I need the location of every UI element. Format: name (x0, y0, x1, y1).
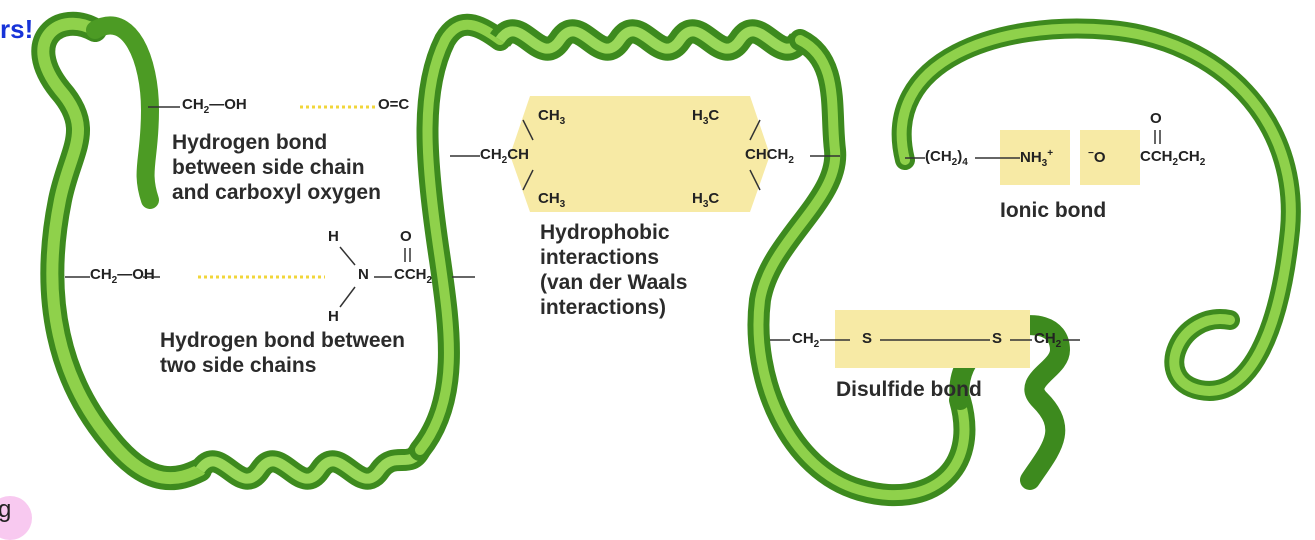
label-hydrophobic-line4: interactions) (540, 296, 667, 319)
chem-ch2-oh-top: CH2—OH (182, 96, 247, 116)
chem-nh3: NH3+ (1020, 148, 1054, 169)
chem-h3c-bottom: H3C (692, 190, 720, 210)
chem-ch3-top: CH3 (538, 107, 566, 127)
chem-o-minus: −O (1088, 148, 1106, 166)
chem-cch2: CCH2 (394, 266, 433, 286)
chem-ch2-oh-mid: CH2—OH (90, 266, 155, 286)
corner-heading-fragment: rs! (0, 14, 34, 44)
chem-cch2ch2: CCH2CH2 (1140, 148, 1206, 168)
ionic-highlight-right (1080, 130, 1140, 185)
label-hbond-two-side-line2: two side chains (160, 354, 317, 377)
corner-badge-text: g (0, 496, 12, 523)
label-hydrophobic: Hydrophobic interactions (van der Waals … (540, 220, 687, 320)
bond-lines (65, 106, 1161, 341)
chem-h-top: H (328, 228, 339, 245)
ribbon-left-top (86, 16, 160, 209)
helix-top (490, 19, 810, 61)
label-hydrophobic-line3: (van der Waals (540, 271, 688, 294)
label-disulfide-bond: Disulfide bond (836, 378, 982, 401)
chem-ch2-4: (CH2)4 (925, 148, 968, 168)
helix-bottom (190, 443, 430, 490)
disulfide-highlight (835, 310, 1030, 368)
label-hydrophobic-line2: interactions (540, 246, 660, 269)
label-hbond-two-side-line1: Hydrogen bond between (160, 329, 406, 352)
ribbon-left-loop-highlight (37, 17, 206, 485)
chem-ch2-s-right: CH2 (1034, 330, 1062, 350)
chem-ch2-s-left: CH2 (792, 330, 820, 350)
chem-o-ionic: O (1150, 110, 1162, 127)
chem-s-right: S (992, 330, 1003, 347)
chem-ch2ch: CH2CH (480, 146, 529, 166)
ribbon-right-loop-main (896, 23, 1296, 396)
chem-ch3-bottom: CH3 (538, 190, 566, 210)
chem-o-c: O=C (378, 96, 410, 113)
ribbon-middle-right-highlight (753, 35, 970, 501)
chem-chch2: CHCH2 (745, 146, 794, 166)
label-hbond-side-carboxyl-line2: between side chain (172, 156, 365, 179)
hydrophobic-highlight (510, 96, 770, 212)
label-ionic-bond: Ionic bond (1000, 199, 1107, 222)
chem-n: N (358, 266, 369, 283)
chem-o-mid: O (400, 228, 412, 245)
label-hydrophobic-line1: Hydrophobic (540, 221, 670, 244)
label-hbond-side-carboxyl-line1: Hydrogen bond (172, 131, 328, 154)
chem-h-bottom: H (328, 308, 339, 325)
label-hbond-side-carboxyl: Hydrogen bond between side chain and car… (172, 130, 381, 205)
chem-s-left: S (862, 330, 873, 347)
chem-h3c-top: H3C (692, 107, 720, 127)
label-hbond-two-side: Hydrogen bond between two side chains (160, 328, 405, 378)
ribbon-middle-column-highlight (415, 19, 505, 455)
label-hbond-side-carboxyl-line3: and carboxyl oxygen (172, 181, 381, 204)
